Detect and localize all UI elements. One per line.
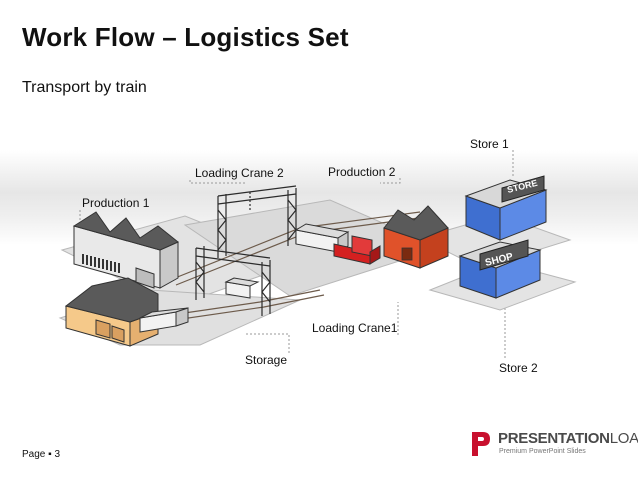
- callout-lines: [79, 150, 514, 358]
- wagon-crane1: [224, 277, 260, 299]
- storage-building: [64, 277, 159, 347]
- page-number: Page ▪ 3: [22, 449, 61, 460]
- label-storage: Storage: [245, 353, 288, 367]
- loading-crane1: [195, 246, 271, 316]
- presentationload-logo: PRESENTATIONLOAD® Premium PowerPoint Sli…: [470, 428, 638, 462]
- storage-callout-line: [245, 333, 290, 353]
- label-loading-crane2: Loading Crane 2: [195, 166, 284, 180]
- logo-mark-icon: [472, 432, 490, 456]
- logo-brand: PRESENTATIONLOAD®: [498, 430, 638, 447]
- store1-building: [464, 175, 548, 241]
- slide-title: Work Flow – Logistics Set: [22, 22, 349, 52]
- production2-callout-line: [380, 178, 401, 184]
- label-production1: Production 1: [82, 196, 150, 210]
- slide-subtitle: Transport by train: [22, 79, 147, 96]
- wagon-storage: [139, 307, 189, 333]
- production1-building: [72, 211, 179, 289]
- loading-crane2-callout-line: [189, 180, 245, 184]
- train-upper: [294, 223, 381, 265]
- loading-crane2: [217, 185, 297, 258]
- label-production2: Production 2: [328, 165, 396, 179]
- logo-tagline: Premium PowerPoint Slides: [499, 448, 586, 455]
- production2-building: [383, 205, 449, 269]
- store2-building: [458, 239, 542, 299]
- label-store2: Store 2: [499, 361, 538, 375]
- logo-brand-light: LOAD: [609, 430, 638, 447]
- label-store1: Store 1: [470, 137, 509, 151]
- logo-brand-bold: PRESENTATION: [498, 430, 610, 447]
- label-loading-crane1: Loading Crane1: [312, 321, 398, 335]
